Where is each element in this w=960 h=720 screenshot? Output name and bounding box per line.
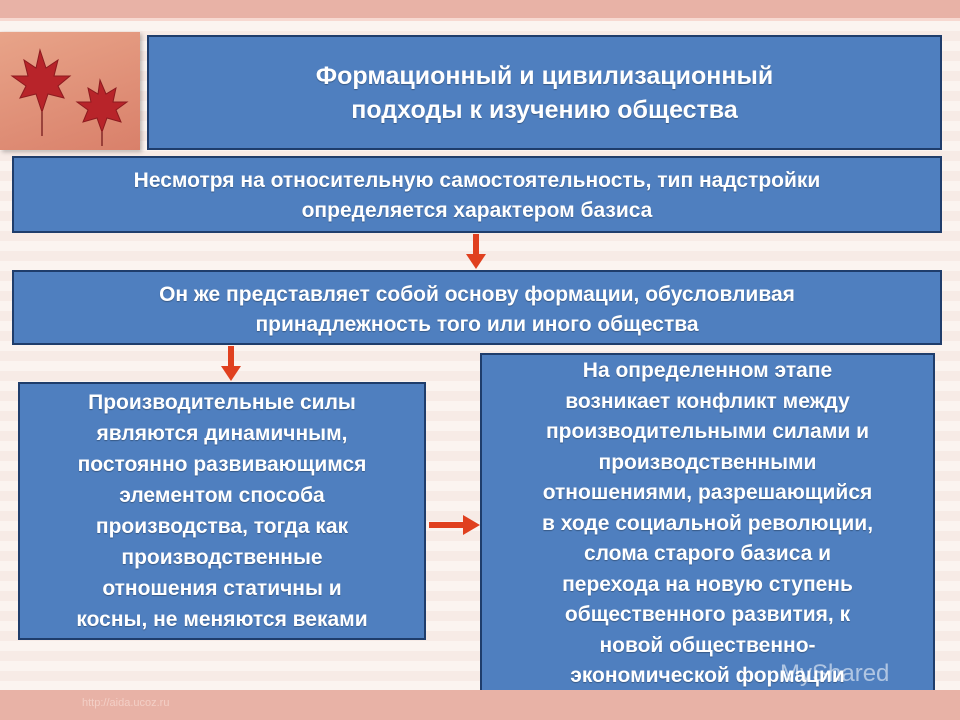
box3-line: элементом способа	[119, 484, 325, 507]
title-line-1: Формационный и цивилизационный	[315, 62, 774, 90]
watermark-brand: MyShared	[780, 660, 890, 687]
basis-box: Он же представляет собой основу формации…	[12, 270, 942, 345]
title-line-2: подходы к изучению общества	[351, 96, 738, 124]
box1-line-1: Несмотря на относительную самостоятельно…	[133, 169, 821, 192]
box3-line: постоянно развивающимся	[77, 453, 367, 476]
box4-line: возникает конфликт между	[565, 389, 850, 413]
box4-line: слома старого базиса и	[583, 542, 832, 565]
box4-line: в ходе социальной революции,	[541, 511, 874, 535]
box3-line: производства, тогда как	[95, 515, 349, 538]
watermark-url: http://aida.ucoz.ru	[82, 697, 170, 709]
superstructure-box: Несмотря на относительную самостоятельно…	[12, 156, 942, 233]
top-accent-line	[0, 18, 960, 21]
box2-line-2: принадлежность того или иного общества	[255, 313, 699, 336]
leaf-decoration	[0, 32, 140, 150]
box4-line: производительными силами и	[545, 420, 870, 443]
arrow-right-icon	[429, 515, 480, 535]
box4-line: На определенном этапе	[582, 359, 833, 382]
box4-line: отношениями, разрешающийся	[542, 481, 873, 504]
arrow-down-icon	[221, 346, 241, 381]
box4-line: новой общественно-	[599, 633, 816, 657]
box3-line: производственные	[121, 546, 323, 569]
box4-line: общественного развития, к	[564, 603, 851, 626]
bottom-accent-bar	[0, 690, 960, 720]
box4-line: производственными	[598, 450, 817, 474]
box1-line-2: определяется характером базиса	[301, 199, 653, 222]
maple-leaf-icon	[10, 48, 129, 146]
revolution-box: На определенном этапе возникает конфликт…	[480, 353, 935, 701]
box3-line: косны, не меняются веками	[76, 608, 368, 631]
box3-line: Производительные силы	[88, 391, 356, 414]
box4-line: экономической формации	[570, 664, 845, 687]
slide-title: Формационный и цивилизационный подходы к…	[147, 35, 942, 150]
productive-forces-box: Производительные силы являются динамичны…	[18, 382, 426, 640]
box3-line: отношения статичны и	[102, 577, 342, 600]
box2-line-1: Он же представляет собой основу формации…	[159, 283, 795, 306]
top-accent-bar	[0, 0, 960, 18]
box4-line: перехода на новую ступень	[562, 572, 853, 596]
box3-line: являются динамичным,	[96, 422, 348, 445]
arrow-down-icon	[466, 234, 486, 269]
